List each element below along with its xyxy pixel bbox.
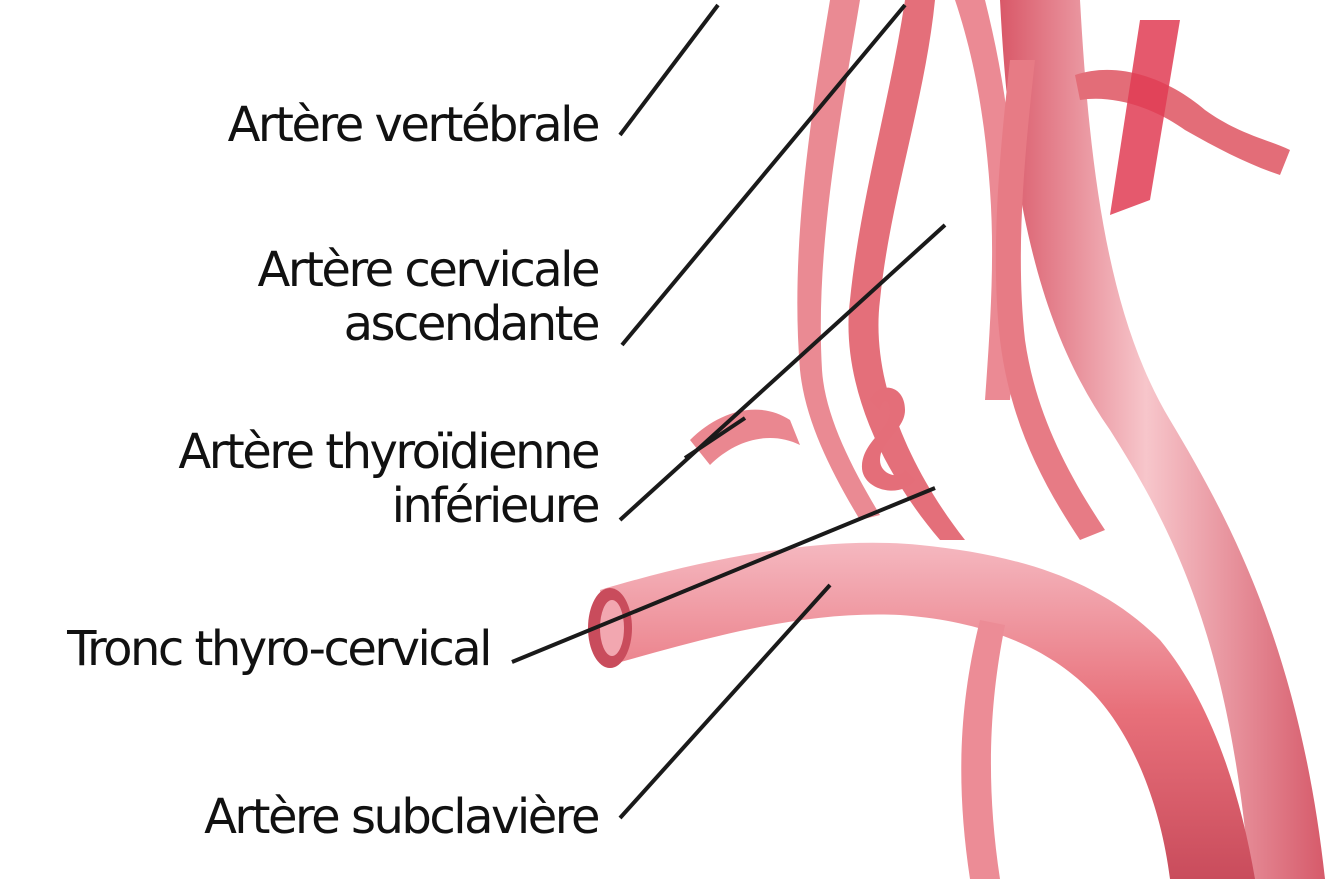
label-cervicale-line2: ascendante — [258, 297, 598, 351]
label-thyroidienne-line1: Artère thyroïdienne — [178, 425, 598, 479]
leader-vertebrale — [620, 5, 718, 135]
label-cervicale-line1: Artère cervicale — [258, 243, 598, 297]
small-left-branch — [690, 410, 800, 465]
subclavian-lumen — [600, 600, 624, 656]
label-vertebral-artery: Artère vertébrale — [228, 98, 598, 152]
label-subclavian-artery: Artère subclavière — [204, 790, 598, 844]
descending-vessel — [961, 620, 1005, 879]
label-thyroidienne-line2: inférieure — [178, 479, 598, 533]
label-ascending-cervical-artery: Artère cervicale ascendante — [258, 243, 598, 351]
label-thyrocervical-trunk: Tronc thyro-cervical — [67, 622, 490, 676]
label-vertebrale-text: Artère vertébrale — [228, 98, 598, 152]
label-subclaviere-text: Artère subclavière — [204, 790, 598, 844]
label-tronc-text: Tronc thyro-cervical — [67, 622, 490, 676]
subclavian-artery — [600, 543, 1255, 879]
upper-right-branch — [1075, 70, 1290, 175]
label-inferior-thyroid-artery: Artère thyroïdienne inférieure — [178, 425, 598, 533]
